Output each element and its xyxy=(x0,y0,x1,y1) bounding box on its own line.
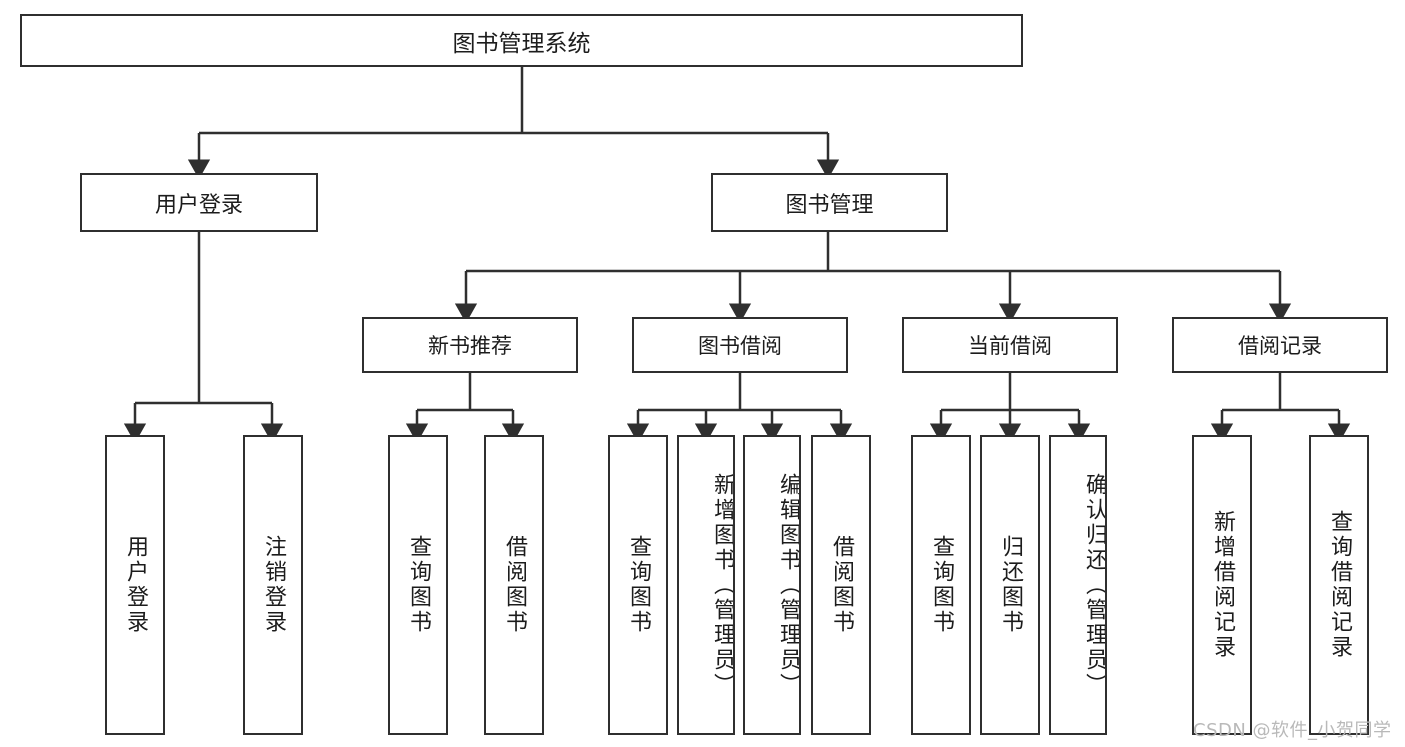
node-label: 新增借阅记录 xyxy=(1210,510,1235,660)
node-label: 归还图书 xyxy=(998,535,1023,635)
node-label: 新增图书（管理员） xyxy=(710,472,735,698)
leaf-borrow-book[interactable]: 借阅图书 xyxy=(811,435,871,735)
node-label: 查询图书 xyxy=(406,535,431,635)
node-label: 查询图书 xyxy=(929,535,954,635)
leaf-user-login[interactable]: 用户登录 xyxy=(105,435,165,735)
node-label: 借阅图书 xyxy=(502,535,527,635)
leaf-add-book-admin[interactable]: 新增图书（管理员） xyxy=(677,435,735,735)
node-book-borrow[interactable]: 图书借阅 xyxy=(632,317,848,373)
leaf-query-borrow-record[interactable]: 查询借阅记录 xyxy=(1309,435,1369,735)
node-label: 确认归还（管理员） xyxy=(1082,472,1107,698)
leaf-confirm-return-admin[interactable]: 确认归还（管理员） xyxy=(1049,435,1107,735)
node-label: 用户登录 xyxy=(154,192,243,218)
leaf-add-borrow-record[interactable]: 新增借阅记录 xyxy=(1192,435,1252,735)
leaf-query-book-current[interactable]: 查询图书 xyxy=(911,435,971,735)
node-label: 注销登录 xyxy=(261,535,286,635)
node-root-system[interactable]: 图书管理系统 xyxy=(20,14,1023,67)
node-label: 图书借阅 xyxy=(698,334,782,358)
leaf-borrow-book-recommend[interactable]: 借阅图书 xyxy=(484,435,544,735)
node-new-book-recommend[interactable]: 新书推荐 xyxy=(362,317,578,373)
leaf-edit-book-admin[interactable]: 编辑图书（管理员） xyxy=(743,435,801,735)
node-label: 当前借阅 xyxy=(968,334,1052,358)
node-label: 查询借阅记录 xyxy=(1327,510,1352,660)
node-label: 借阅图书 xyxy=(829,535,854,635)
leaf-return-book[interactable]: 归还图书 xyxy=(980,435,1040,735)
leaf-query-book-borrow[interactable]: 查询图书 xyxy=(608,435,668,735)
node-user-login[interactable]: 用户登录 xyxy=(80,173,318,232)
node-label: 图书管理 xyxy=(785,192,874,218)
node-label: 编辑图书（管理员） xyxy=(776,472,801,698)
node-label: 查询图书 xyxy=(626,535,651,635)
node-label: 用户登录 xyxy=(123,535,148,635)
watermark-text: CSDN @软件_小贺同学 xyxy=(1193,720,1392,741)
leaf-logout[interactable]: 注销登录 xyxy=(243,435,303,735)
node-label: 新书推荐 xyxy=(428,334,512,358)
node-current-borrow[interactable]: 当前借阅 xyxy=(902,317,1118,373)
node-label: 借阅记录 xyxy=(1238,334,1322,358)
node-book-management[interactable]: 图书管理 xyxy=(711,173,948,232)
node-borrow-record[interactable]: 借阅记录 xyxy=(1172,317,1388,373)
leaf-query-book-recommend[interactable]: 查询图书 xyxy=(388,435,448,735)
node-label: 图书管理系统 xyxy=(452,30,591,57)
